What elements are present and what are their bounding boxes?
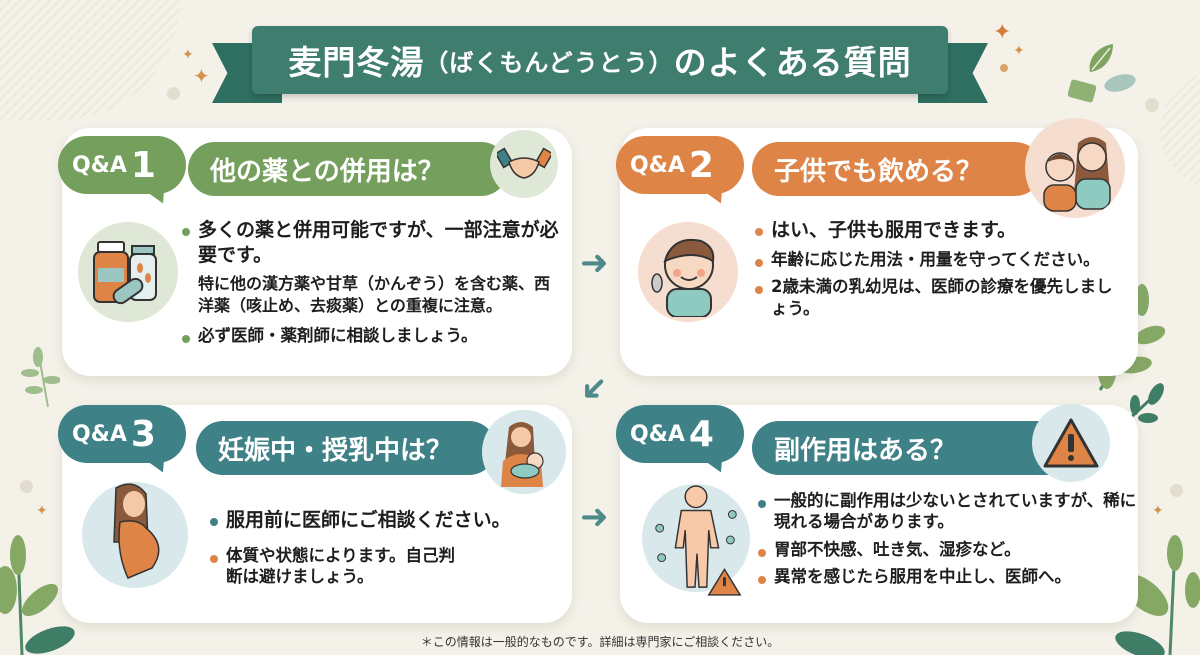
- question-text: 他の薬との併用は？: [210, 156, 444, 187]
- question-text: 妊娠中・授乳中は？: [218, 435, 453, 466]
- qa-label: Q&A: [630, 421, 685, 447]
- medicine-bottles-icon: [78, 222, 178, 322]
- decorative-dot: [20, 480, 33, 493]
- sparkle-icon: ✦: [1152, 503, 1164, 519]
- answer-1: 多くの薬と併用可能ですが、一部注意が必要です。 特に他の漢方薬や甘草（かんぞう）…: [182, 218, 562, 352]
- question-title-4: 副作用はある？: [752, 421, 1072, 475]
- sparkle-icon: ✦: [182, 47, 194, 63]
- bullet-item: 一般的に副作用は少ないとされていますが、稀に現れる場合があります。: [758, 490, 1138, 533]
- bullet-item: 必ず医師・薬剤師に相談しましょう。: [182, 325, 562, 346]
- footnote: ＊この情報は一般的なものです。詳細は専門家にご相談ください。: [420, 635, 780, 649]
- bullet-item: 2歳未満の乳幼児は、医師の診療を優先しましょう。: [755, 276, 1125, 319]
- leaf-branch-icon: [0, 535, 75, 655]
- bullet-item: 体質や状態によります。自己判断は避けましょう。: [210, 545, 460, 588]
- bullet-item: 多くの薬と併用可能ですが、一部注意が必要です。: [182, 218, 562, 267]
- question-text: 子供でも飲める？: [774, 156, 983, 187]
- bullet-item: はい、子供も服用できます。: [755, 218, 1125, 243]
- title-main: 麦門冬湯: [288, 43, 425, 82]
- sparkle-icon: ✦: [1013, 43, 1025, 59]
- decorative-dot: [1170, 484, 1183, 497]
- arrow-right-icon: ➜: [580, 243, 609, 283]
- body-symptoms-icon: [642, 484, 750, 596]
- bullet-item: 異常を感じたら服用を中止し、医師へ。: [758, 566, 1138, 587]
- bullet-item: 胃部不快感、吐き気、湿疹など。: [758, 539, 1138, 560]
- qa-label: Q&A: [72, 421, 127, 447]
- qa-badge-2: Q&A 2: [616, 136, 744, 194]
- page-title: 麦門冬湯 （ばくもんどうとう） のよくある質問: [252, 26, 948, 94]
- sparkle-icon: ✦: [993, 20, 1012, 45]
- qa-label: Q&A: [630, 152, 685, 178]
- arrow-down-left-icon: ➜: [570, 364, 619, 414]
- title-furigana: （ばくもんどうとう）: [424, 48, 674, 77]
- qa-badge-3: Q&A 3: [58, 405, 186, 463]
- bullet-item: 服用前に医師にご相談ください。: [210, 508, 570, 533]
- warning-icon: [1032, 404, 1110, 482]
- question-title-1: 他の薬との併用は？: [188, 142, 508, 196]
- qa-number: 3: [130, 413, 156, 455]
- question-text: 副作用はある？: [774, 435, 957, 466]
- detail-note: 特に他の漢方薬や甘草（かんぞう）を含む薬、西洋薬（咳止め、去痰薬）との重複に注意…: [198, 274, 551, 315]
- decorative-dot: [167, 87, 180, 100]
- leaf-sprig-icon: [21, 347, 60, 408]
- question-title-2: 子供でも飲める？: [752, 142, 1042, 196]
- answer-3: 服用前に医師にご相談ください。 体質や状態によります。自己判断は避けましょう。: [210, 508, 570, 594]
- child-with-spoon-icon: [638, 222, 738, 322]
- title-suffix: のよくある質問: [673, 43, 912, 82]
- answer-4: 一般的に副作用は少ないとされていますが、稀に現れる場合があります。 胃部不快感、…: [758, 490, 1138, 594]
- qa-number: 4: [688, 413, 714, 455]
- herb-pill-decoration-icon: [1067, 44, 1136, 103]
- handshake-icon: [490, 130, 558, 198]
- decorative-dot: [1145, 98, 1159, 112]
- qa-number: 2: [688, 144, 714, 186]
- bullet-item: 年齢に応じた用法・用量を守ってください。: [755, 249, 1125, 270]
- qa-badge-4: Q&A 4: [616, 405, 744, 463]
- sparkle-icon: ✦: [36, 503, 48, 519]
- arrow-right-icon: ➜: [580, 497, 609, 537]
- decorative-dot: [1000, 64, 1008, 72]
- decorative-stripes: [0, 0, 180, 120]
- pregnant-woman-icon: [82, 482, 188, 588]
- qa-badge-1: Q&A 1: [58, 136, 186, 194]
- answer-2: はい、子供も服用できます。 年齢に応じた用法・用量を守ってください。 2歳未満の…: [755, 218, 1125, 325]
- parent-child-icon: [1025, 118, 1125, 218]
- sparkle-icon: ✦: [193, 64, 210, 88]
- mother-baby-icon: [482, 410, 566, 494]
- question-title-3: 妊娠中・授乳中は？: [196, 421, 496, 475]
- qa-number: 1: [130, 144, 156, 186]
- qa-label: Q&A: [72, 152, 127, 178]
